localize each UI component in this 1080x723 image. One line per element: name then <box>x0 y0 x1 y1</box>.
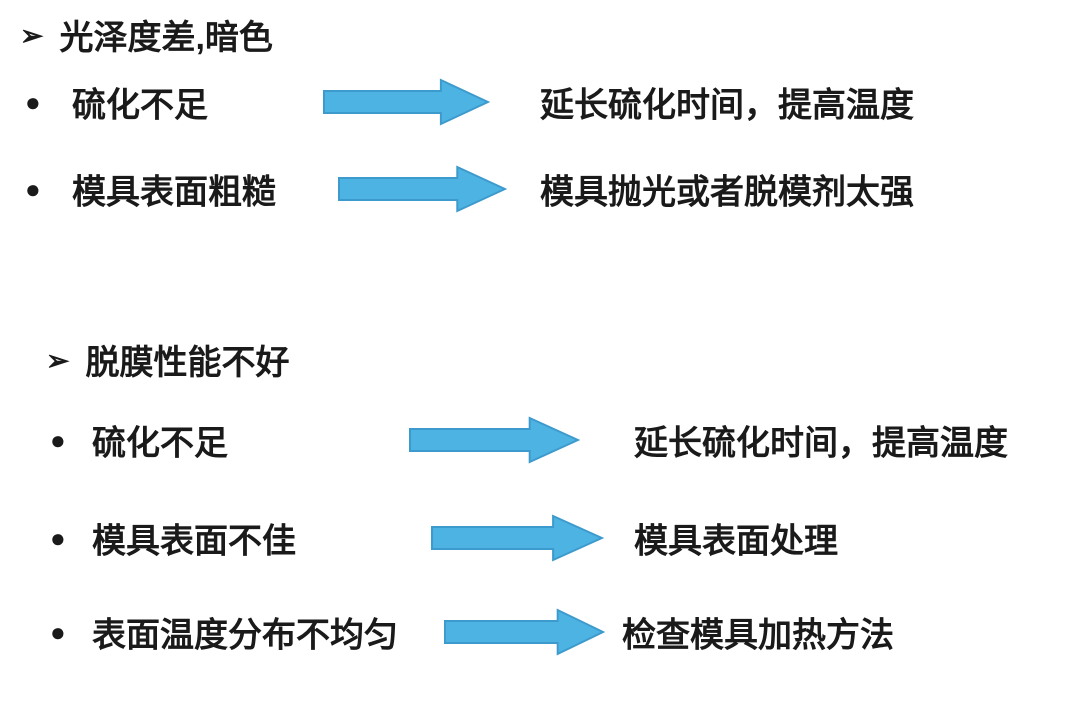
cause-solution-row: ● 模具表面不佳 模具表面处理 <box>0 513 1080 563</box>
right-arrow-shape <box>409 416 580 464</box>
cause-label: 硫化不足 <box>92 424 228 463</box>
cause-label: 硫化不足 <box>72 86 208 125</box>
cause-solution-row: ● 硫化不足 延长硫化时间，提高温度 <box>0 77 1080 127</box>
dot-bullet-icon: ● <box>50 425 66 455</box>
right-arrow-shape <box>323 78 490 126</box>
solution-label: 模具表面处理 <box>634 522 838 561</box>
right-arrow-shape <box>338 165 507 213</box>
dot-bullet-icon: ● <box>50 523 66 553</box>
section-heading-label: 光泽度差,暗色 <box>59 19 273 57</box>
arrowhead-bullet-icon: ➢ <box>46 344 70 376</box>
right-arrow-shape <box>444 608 605 656</box>
section-heading-label: 脱膜性能不好 <box>85 344 290 382</box>
cause-label: 模具表面不佳 <box>92 522 296 561</box>
right-arrow-icon <box>444 608 605 656</box>
solution-label: 检查模具加热方法 <box>622 616 894 655</box>
right-arrow-icon <box>431 514 604 562</box>
solution-label: 模具抛光或者脱模剂太强 <box>540 173 914 212</box>
section-heading-gloss: ➢ 光泽度差,暗色 <box>20 10 273 59</box>
cause-label: 表面温度分布不均匀 <box>92 616 398 655</box>
dot-bullet-icon: ● <box>50 617 66 647</box>
cause-solution-row: ● 表面温度分布不均匀 检查模具加热方法 <box>0 607 1080 657</box>
cause-solution-row: ● 硫化不足 延长硫化时间，提高温度 <box>0 415 1080 465</box>
right-arrow-shape <box>431 514 604 562</box>
section-heading-demolding: ➢ 脱膜性能不好 <box>46 335 289 384</box>
right-arrow-icon <box>409 416 580 464</box>
dot-bullet-icon: ● <box>25 87 41 117</box>
cause-label: 模具表面粗糙 <box>72 173 276 212</box>
right-arrow-icon <box>338 165 507 213</box>
solution-label: 延长硫化时间，提高温度 <box>634 424 1008 463</box>
dot-bullet-icon: ● <box>25 174 41 204</box>
solution-label: 延长硫化时间，提高温度 <box>540 86 914 125</box>
arrowhead-bullet-icon: ➢ <box>20 19 44 51</box>
cause-solution-row: ● 模具表面粗糙 模具抛光或者脱模剂太强 <box>0 164 1080 214</box>
right-arrow-icon <box>323 78 490 126</box>
